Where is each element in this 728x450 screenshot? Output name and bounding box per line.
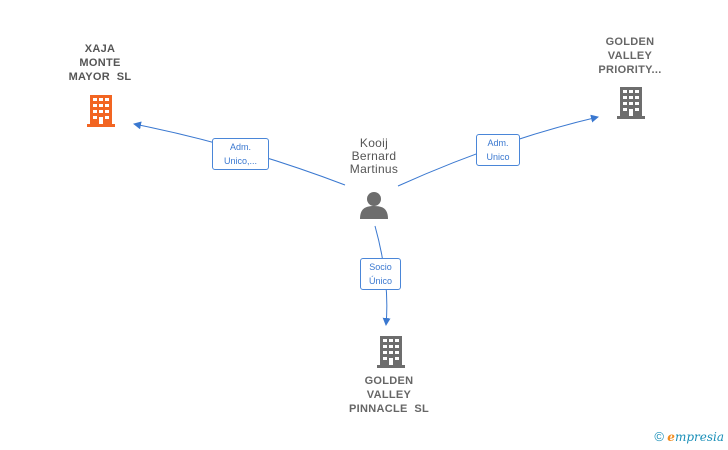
edge-label-to-pinnacle[interactable]: Socio Único	[360, 258, 401, 290]
node-xaja-label[interactable]: XAJA MONTE MAYOR SL	[48, 42, 152, 84]
node-person-line-2: Bernard	[351, 149, 397, 163]
node-pinnacle-line-1: GOLDEN	[364, 375, 414, 387]
edge-label-line: Único	[368, 276, 392, 286]
brand-logo-initial: e	[667, 430, 675, 444]
node-pinnacle-label[interactable]: GOLDEN VALLEY PINNACLE SL	[334, 374, 444, 416]
node-xaja-line-3: MAYOR SL	[68, 71, 132, 83]
edge-label-to-priority[interactable]: Adm. Unico	[476, 134, 520, 166]
node-pinnacle-line-3: PINNACLE SL	[349, 403, 429, 415]
brand-logo-text: mpresia	[674, 430, 724, 444]
node-person-line-3: Martinus	[349, 162, 399, 176]
building-icon[interactable]	[616, 85, 646, 119]
node-priority-label[interactable]: GOLDEN VALLEY PRIORITY...	[578, 35, 682, 77]
node-xaja-line-2: MONTE	[79, 57, 121, 69]
empresia-watermark: © empresia	[654, 429, 724, 444]
node-priority-line-3: PRIORITY...	[598, 64, 662, 76]
node-priority-line-2: VALLEY	[607, 50, 653, 62]
edge-label-line: Unico	[486, 152, 510, 162]
building-icon[interactable]	[376, 334, 406, 368]
building-icon[interactable]	[86, 93, 116, 127]
edge-label-line: Adm.	[229, 142, 251, 152]
copyright-symbol: ©	[654, 429, 664, 444]
node-xaja-line-1: XAJA	[84, 43, 116, 55]
edge-label-line: Socio	[369, 262, 392, 272]
node-pinnacle-line-2: VALLEY	[366, 389, 412, 401]
node-priority-line-1: GOLDEN	[605, 36, 655, 48]
node-person-label[interactable]: Kooij Bernard Martinus	[334, 137, 414, 176]
person-icon[interactable]	[359, 191, 389, 219]
node-person-line-1: Kooij	[359, 136, 389, 150]
edge-label-to-xaja[interactable]: Adm. Unico,...	[212, 138, 269, 170]
edge-label-line: Unico,...	[223, 156, 257, 166]
edge-label-line: Adm.	[487, 138, 509, 148]
